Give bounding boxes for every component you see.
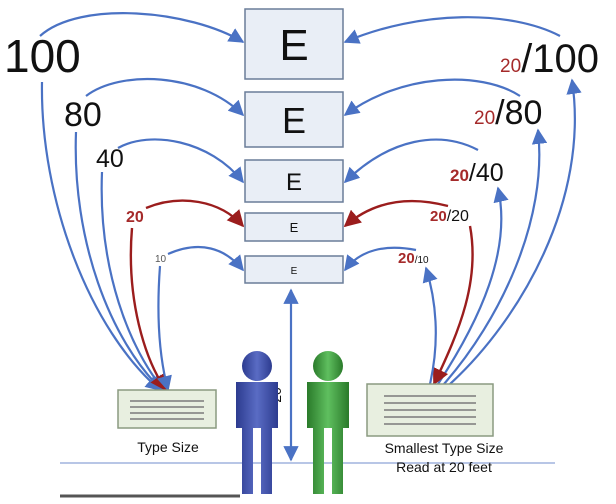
arrow-right-to-box-20 xyxy=(343,199,449,228)
arrow-100-to-type-size xyxy=(40,81,162,392)
letter-e-10: E xyxy=(291,266,298,277)
arrow-80-to-type-size xyxy=(74,131,164,392)
right-label-40: 20/40 xyxy=(450,159,504,187)
arrow-right-to-box-40 xyxy=(343,138,479,184)
arrow-smallest-to-40 xyxy=(437,186,509,385)
person-blue-icon xyxy=(236,351,278,494)
right-label-80: 20/80 xyxy=(474,94,542,132)
right-label-20: 20/20 xyxy=(430,208,469,225)
left-label-10: 10 xyxy=(155,254,167,265)
letter-e-40: E xyxy=(286,169,302,196)
left-label-80: 80 xyxy=(64,96,102,134)
arrow-right-to-box-100 xyxy=(343,16,561,44)
letter-e-20: E xyxy=(290,220,299,235)
letter-box-80: E xyxy=(244,91,344,148)
type-size-card xyxy=(117,389,217,429)
smallest-type-size-card xyxy=(366,383,494,437)
arrow-right-to-box-80 xyxy=(343,78,521,116)
arrow-left-to-box-100 xyxy=(39,12,245,43)
letter-box-100: E xyxy=(244,8,344,80)
arrow-smallest-to-100 xyxy=(449,78,582,385)
left-label-40: 40 xyxy=(96,145,124,173)
smallest-type-size-caption-line1: Smallest Type Size xyxy=(385,440,504,456)
smallest-type-size-caption-line2: Read at 20 feet xyxy=(396,459,492,475)
letter-box-40: E xyxy=(244,159,344,203)
arrow-right-to-box-10 xyxy=(344,246,417,272)
right-label-10: 20/10 xyxy=(398,250,429,267)
letter-box-10: E xyxy=(244,255,344,284)
arrow-left-to-box-20 xyxy=(145,199,245,228)
type-size-caption: Type Size xyxy=(137,439,199,455)
arrow-10-to-type-size xyxy=(156,265,172,392)
letter-e-80: E xyxy=(282,100,306,141)
left-label-20: 20 xyxy=(126,209,144,226)
letter-e-100: E xyxy=(279,21,308,70)
arrow-left-to-box-10 xyxy=(167,246,244,272)
arrow-smallest-to-80 xyxy=(443,128,548,385)
left-label-100: 100 xyxy=(4,30,81,82)
right-label-100: 20/100 xyxy=(500,37,599,81)
arrow-left-to-box-40 xyxy=(117,138,244,184)
letter-box-20: E xyxy=(244,212,344,242)
arrow-smallest-to-10 xyxy=(422,266,438,385)
arrow-left-to-box-80 xyxy=(85,77,245,117)
person-green-icon xyxy=(307,351,349,494)
arrow-smallest-to-20 xyxy=(432,225,474,386)
